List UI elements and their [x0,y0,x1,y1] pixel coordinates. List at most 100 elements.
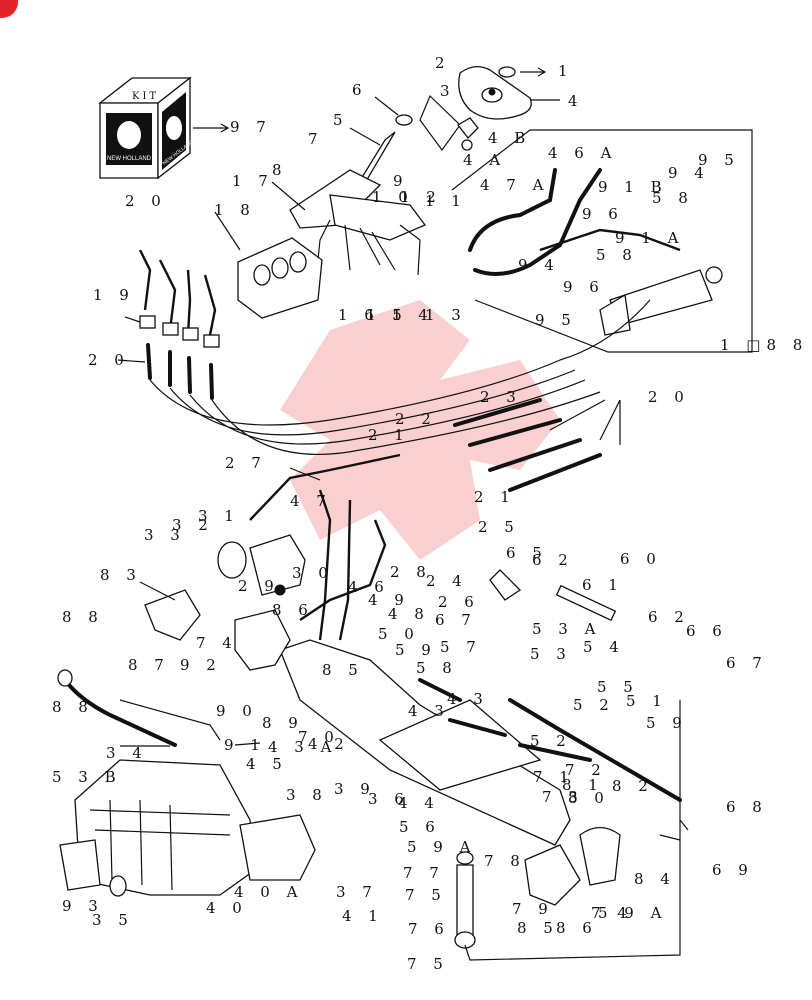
steering-column [289,114,427,276]
callout-62-right: 6 2 [648,608,690,626]
callout-30: 3 0 [292,564,334,582]
callout-91: 9 1 [224,736,266,754]
callout-96-top: 9 6 [582,205,624,223]
callout-labels: 1 2 3 4 4 B 4 A 6 5 7 8 9 1 0 1 2 1 1 1 … [52,54,768,973]
callout-19: 1 9 [93,286,135,304]
callout-49: 4 9 [368,591,410,609]
callout-43a: 4 3 A [268,738,337,756]
kit-label: KIT [132,91,159,102]
callout-69: 6 9 [712,861,754,879]
callout-68: 6 8 [726,798,768,816]
callout-36: 3 6 [368,790,410,808]
callout-44: 4 4 [398,794,440,812]
callout-41: 4 1 [342,907,384,925]
callout-67-mid: 6 7 [435,611,477,629]
watermark [280,300,560,560]
callout-61: 6 1 [582,576,624,594]
callout-9: 9 [393,172,409,190]
callout-59-top: 5 9 [395,641,437,659]
callout-35: 3 5 [92,911,134,929]
callout-84: 8 4 [634,870,676,888]
callout-40: 4 0 [206,899,248,917]
rod-right [489,569,617,622]
callout-23: 2 3 [480,388,522,406]
steering-wheel [419,66,532,152]
callout-80: 8 0 [568,789,610,807]
callout-28: 2 8 [390,563,432,581]
callout-18: 1 8 [214,201,256,219]
callout-95-bottom: 9 5 [535,311,577,329]
callout-46: 4 6 [348,578,390,596]
callout-58-inset: 5 8 [652,189,694,207]
callout-53a: 5 3 A [532,620,601,638]
callout-71: 7 1 [533,768,575,786]
callout-90: 9 0 [216,702,258,720]
callout-74-right: 7 4 [591,904,633,922]
callout-70: 7 0 [298,728,340,746]
callout-56: 5 6 [399,818,441,836]
callout-65: 6 5 [506,544,548,562]
callout-15: 1 5 [366,306,408,324]
callout-13: 1 3 [425,306,467,324]
callout-34: 3 4 [106,744,148,762]
callout-43: 4 3 [408,702,450,720]
callout-79: 7 9 [512,900,554,918]
callout-24: 2 4 [426,572,468,590]
callout-33: 3 3 [144,526,186,544]
callout-8: 8 [272,161,288,179]
callout-46a: 4 6 A [548,144,617,162]
callout-20-top: 2 0 [125,192,167,210]
callout-42: 4 2 [308,735,350,753]
callout-48: 4 8 [388,605,430,623]
callout-29: 2 9 [238,577,280,595]
callout-92: 9 2 [180,656,222,674]
callout-59a-right: 5 9 A [598,904,667,922]
callout-52-bot: 5 2 [530,732,572,750]
callout-86: 8 6 [272,601,314,619]
callout-16: 1 6 [338,306,380,324]
callout-50: 5 0 [378,625,420,643]
hose-assembly-left [57,669,221,747]
callout-7: 7 [308,130,324,148]
callout-53b: 5 3 B [52,768,122,786]
pump [217,534,306,596]
callout-40a: 4 0 A [234,883,303,901]
callout-32: 3 2 [172,516,214,534]
callout-38: 3 8 [286,786,328,804]
king-pin [454,700,681,961]
callout-62-top: 6 2 [532,551,574,569]
callout-78: 7 8 [484,852,526,870]
callout-1: 1 [558,62,574,80]
callout-96-bottom: 9 6 [563,278,605,296]
callout-76: 7 6 [408,920,450,938]
callout-43-top: 4 3 [447,690,489,708]
callout-94-mid: 9 4 [518,256,560,274]
callout-5: 5 [333,111,349,129]
callout-10: 1 0 [372,188,414,206]
inset-panel: 1 □8 8 / [451,129,812,354]
callout-77: 7 7 [403,864,445,882]
callout-20-right: 2 0 [648,388,690,406]
axle-housing [59,759,316,897]
callout-45: 4 5 [246,755,288,773]
callout-81: 8 1 [562,776,604,794]
callout-95-top: 9 5 [698,151,740,169]
callout-60: 6 0 [620,550,662,568]
callout-14: 1 4 [392,306,434,324]
callout-97: 9 7 [230,118,272,136]
hoses-left [138,249,220,400]
callout-20-left: 2 0 [88,351,130,369]
callout-21-top: 2 1 [368,426,410,444]
callout-54: 5 4 [583,638,625,656]
callout-3: 3 [440,82,456,100]
logo-text-front: NEW HOLLAND [107,156,152,162]
callout-85b: 8 5 [517,919,559,937]
callout-53: 5 3 [530,645,572,663]
callout-85: 8 5 [322,661,364,679]
callout-87: 8 7 [128,656,170,674]
valve-block [237,237,323,319]
hoses-middle [149,299,651,641]
callout-91a: 9 1 A [615,229,684,247]
callout-57: 5 7 [440,638,482,656]
